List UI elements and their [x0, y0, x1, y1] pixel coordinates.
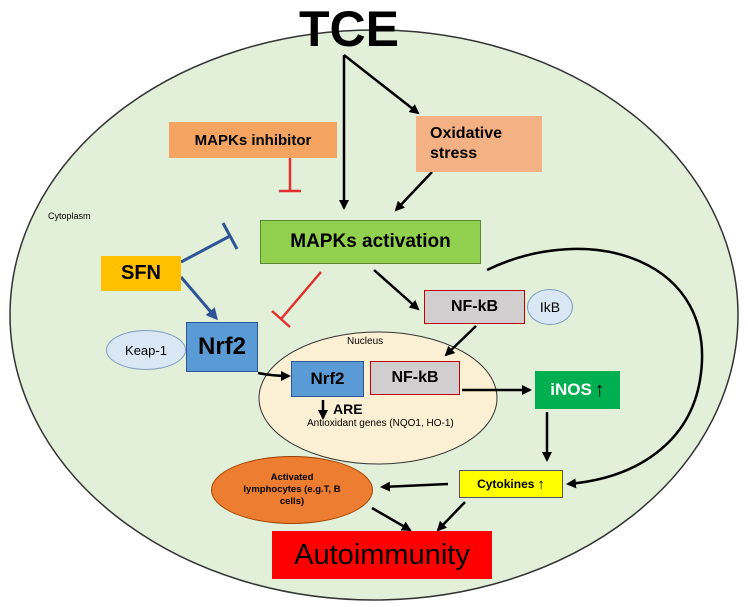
cytokines-label: Cytokines [477, 477, 535, 491]
inhibit-sfn-bar [221, 222, 239, 250]
ikb-oval: IkB [527, 289, 573, 325]
arrow-mapks-to-cytokines-curve [486, 247, 704, 489]
autoimmunity-box: Autoimmunity [272, 531, 492, 579]
arrow-mapks-to-nfkb [373, 269, 420, 311]
cell-ellipse [9, 29, 739, 601]
arrow-cytokines-to-lymphocytes [380, 481, 449, 492]
nrf2-nucleus-box: Nrf2 [291, 361, 364, 397]
nucleus-label: Nucleus [347, 336, 384, 347]
cytoplasm-label: Cytoplasm [48, 211, 91, 221]
inhibit-mapks-nrf2-bar [271, 310, 291, 328]
arrow-nfkb-to-nucleus [444, 325, 477, 357]
oxidative-stress-box: Oxidative stress [416, 116, 542, 172]
mapks-activation-box: MAPKs activation [260, 220, 481, 264]
are-label: ARE [333, 401, 363, 417]
inos-label: iNOS [550, 380, 592, 399]
mapks-inhibitor-box: MAPKs inhibitor [169, 122, 337, 158]
arrow-oxidative-to-mapks [394, 171, 433, 212]
inhibit-mapks-to-nrf2 [280, 271, 322, 320]
sfn-box: SFN [101, 256, 181, 291]
nfkb-cytoplasm-box: NF-kB [424, 290, 525, 324]
nfkb-nucleus-box: NF-kB [370, 361, 460, 395]
up-arrow-icon: ↑ [537, 475, 545, 493]
activated-lymphocytes-oval: Activated lymphocytes (e.g.T, B cells) [211, 456, 373, 524]
nucleus-ellipse [258, 331, 498, 465]
arrow-cytokines-to-autoimmunity [436, 501, 466, 532]
arrow-nrf2-to-nucleus [257, 370, 291, 381]
inos-box: iNOS ↑ [535, 371, 620, 409]
cytokines-box: Cytokines ↑ [459, 470, 563, 498]
arrow-tce-to-oxidative-stress [343, 54, 420, 115]
arrow-lymphocytes-to-autoimmunity [371, 506, 412, 532]
antioxidant-genes-label: Antioxidant genes (NQO1, HO-1) [307, 418, 454, 429]
page-title: TCE [299, 1, 399, 57]
up-arrow-icon: ↑ [594, 378, 605, 401]
nrf2-cytoplasm-box: Nrf2 [186, 322, 258, 372]
arrow-sfn-to-nrf2 [179, 276, 218, 321]
keap1-oval: Keap-1 [106, 330, 186, 370]
inhibit-sfn-to-mapks [180, 234, 231, 264]
